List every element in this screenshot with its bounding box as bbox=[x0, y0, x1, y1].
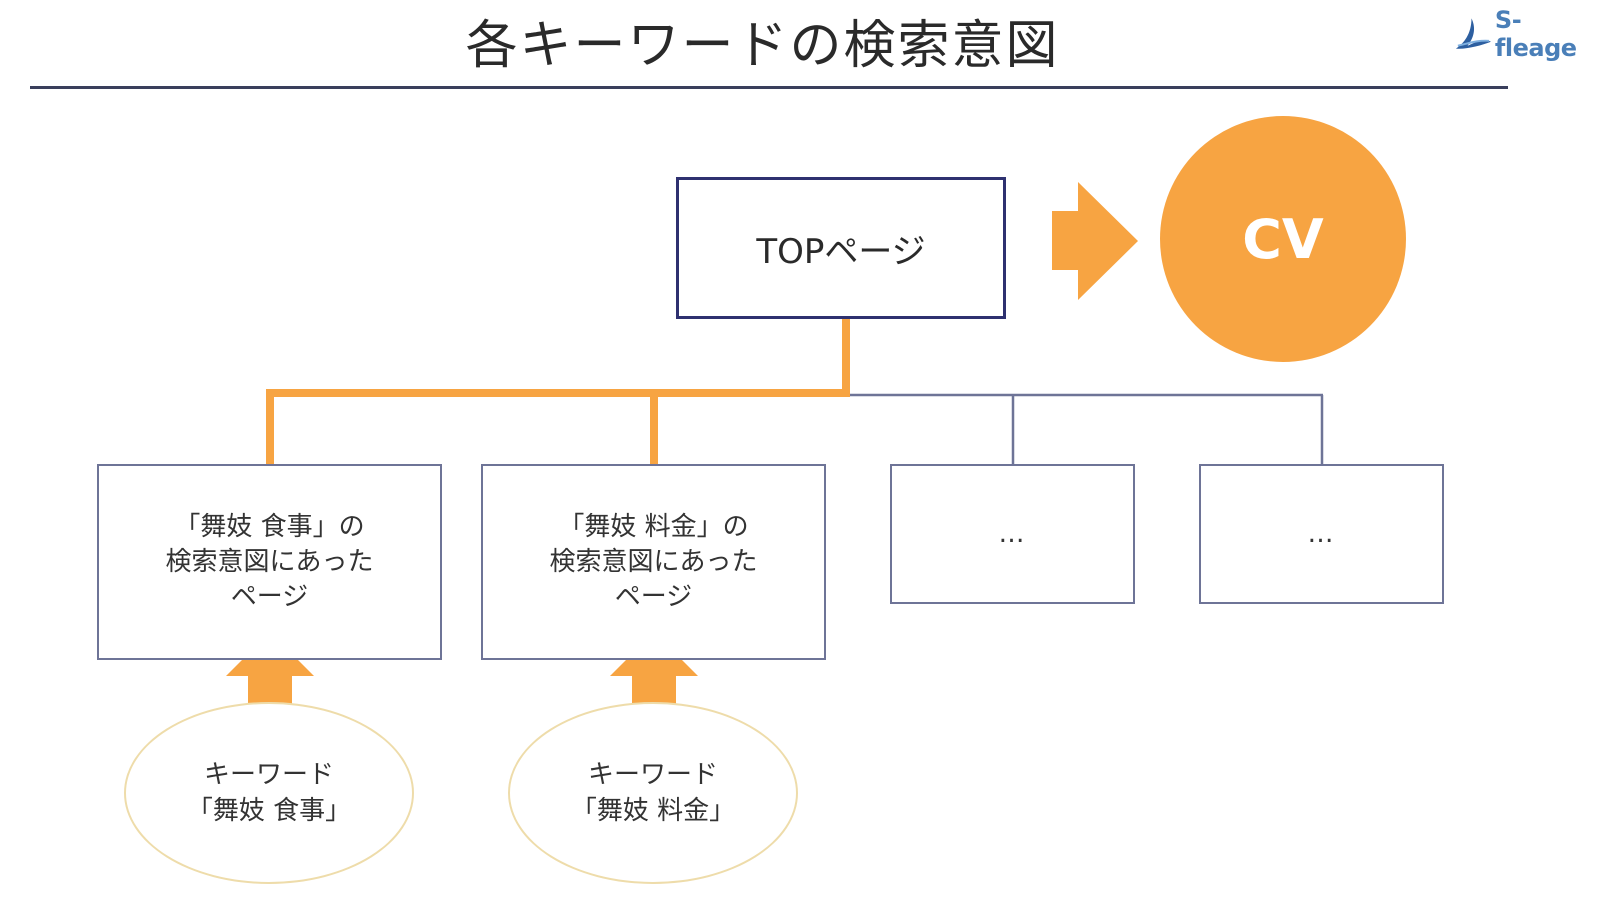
up-arrow-icon bbox=[610, 632, 698, 706]
keyword-node-price: キーワード 「舞妓 料金」 bbox=[508, 702, 798, 884]
conversion-node: CV bbox=[1160, 116, 1406, 362]
title-divider bbox=[30, 86, 1508, 89]
highlight-path bbox=[266, 319, 850, 464]
keyword-node-meal: キーワード 「舞妓 食事」 bbox=[124, 702, 414, 884]
up-arrow-icon bbox=[226, 632, 314, 706]
page-title: 各キーワードの検索意図 bbox=[465, 16, 1060, 76]
brand-logo: S-fleage bbox=[1452, 6, 1600, 62]
page-node-other: … bbox=[1199, 464, 1444, 604]
page-node-meal: 「舞妓 食事」の 検索意図にあった ページ bbox=[97, 464, 442, 660]
top-page-node: TOPページ bbox=[676, 177, 1006, 319]
right-arrow-icon bbox=[1052, 182, 1138, 300]
sail-swoosh-icon bbox=[1455, 18, 1491, 49]
page-node-price: 「舞妓 料金」の 検索意図にあった ページ bbox=[481, 464, 826, 660]
page-node-other: … bbox=[890, 464, 1135, 604]
logo-text: S-fleage bbox=[1494, 6, 1577, 62]
